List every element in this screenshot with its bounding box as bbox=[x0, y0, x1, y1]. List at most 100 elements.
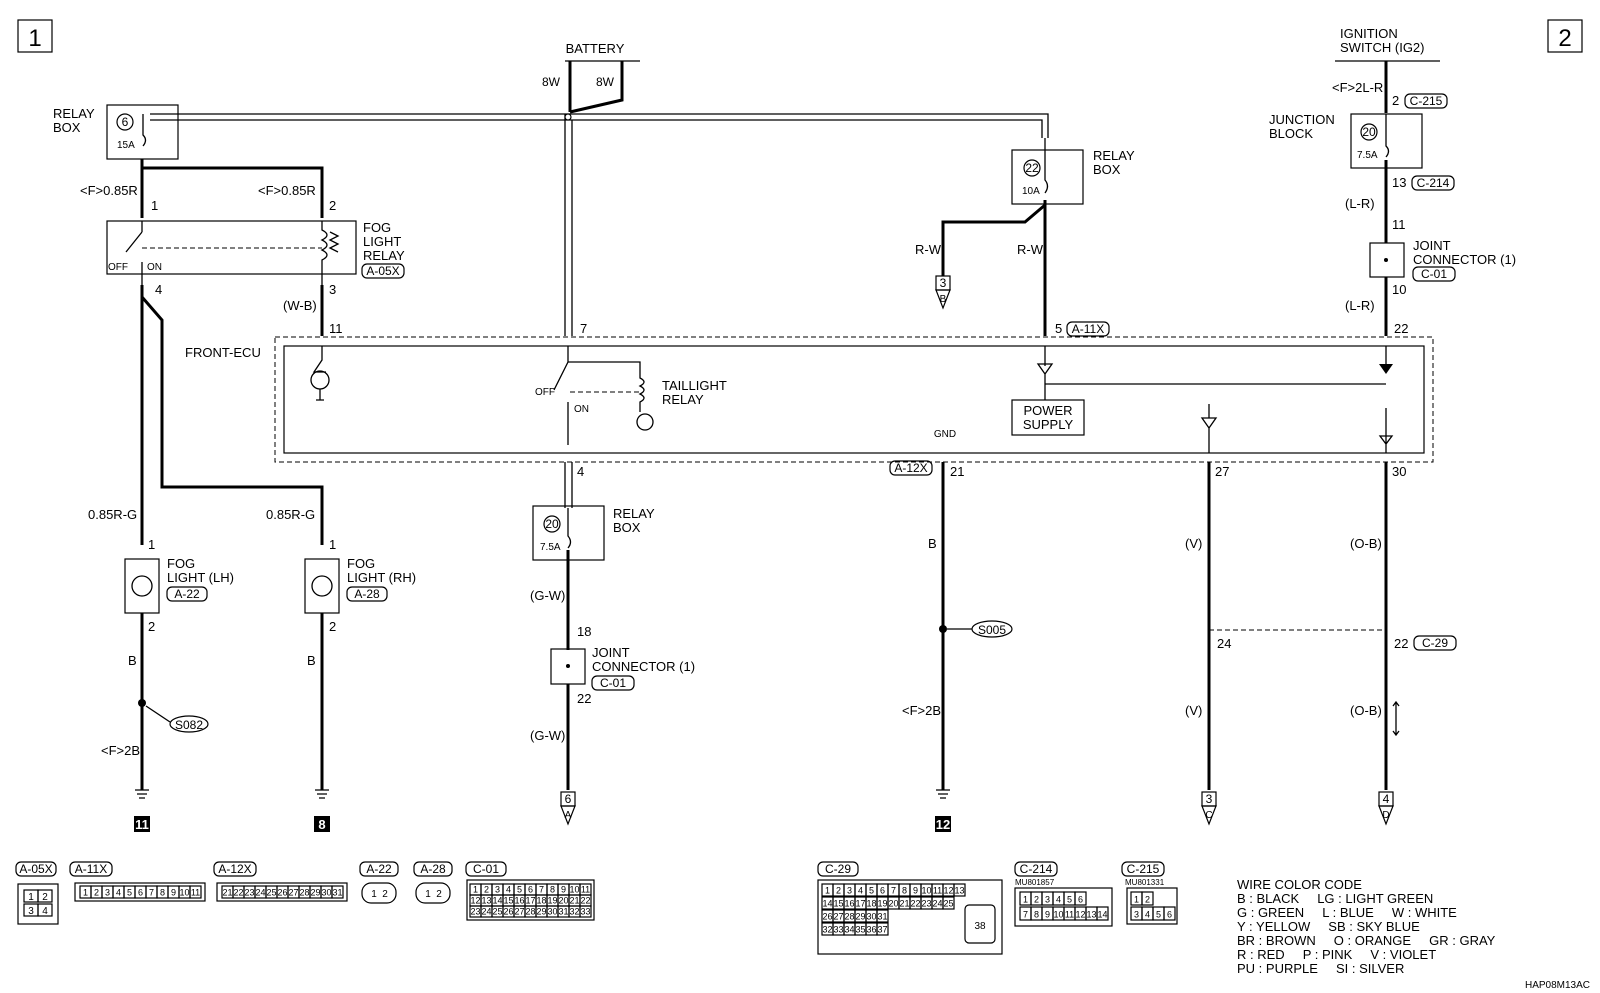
connector-a28-tag-frame bbox=[413, 861, 453, 877]
connector-c215-pin: 3 bbox=[1134, 910, 1139, 920]
connector-c01-pin-cell bbox=[579, 905, 592, 918]
wire-color-code-line: Y : YELLOW SB : SKY BLUE bbox=[1237, 919, 1420, 934]
connector-c215-pin: 1 bbox=[1134, 895, 1139, 905]
fog-lh-wire: 0.85R-G bbox=[88, 507, 137, 522]
ecu-pin-11: 11 bbox=[329, 321, 343, 336]
fog-rh-pin1: 1 bbox=[329, 537, 336, 552]
connector-c29-pin-cell bbox=[876, 922, 889, 936]
fog-lh-wire-f: <F>2B bbox=[101, 743, 140, 758]
connector-c01-pin: 2 bbox=[484, 885, 489, 895]
jc-mid-wire: (G-W) bbox=[530, 728, 565, 743]
jump-3b-arrow bbox=[935, 289, 951, 310]
fuse-20-lower-rating: 7.5A bbox=[540, 542, 561, 553]
ecu-taillight-driver bbox=[636, 413, 654, 431]
connector-a05x: A-05X 1 2 3 4 bbox=[15, 861, 59, 925]
ecu-pin4-wire bbox=[564, 462, 573, 508]
connector-c01-pin: 10 bbox=[569, 885, 579, 895]
battery-bus bbox=[150, 113, 1049, 138]
jc-right-wire: (L-R) bbox=[1345, 298, 1375, 313]
jc-right-line1: JOINT bbox=[1413, 238, 1451, 253]
fog-rh-pin2: 2 bbox=[329, 619, 336, 634]
connector-a12x-pin: 23 bbox=[244, 888, 254, 898]
fog-relay-switch bbox=[125, 221, 143, 285]
connector-c29-pin: 26 bbox=[822, 912, 832, 922]
connector-c01-pin: 28 bbox=[525, 907, 535, 917]
jump-6a-arrow bbox=[560, 805, 576, 826]
connector-c214-pin: 12 bbox=[1075, 910, 1085, 920]
connector-c29-pin-cell bbox=[942, 896, 955, 910]
jc-right-pin-out: 10 bbox=[1392, 282, 1406, 297]
ecu-taillight-off: OFF bbox=[535, 387, 555, 398]
ground-12-icon bbox=[936, 789, 950, 799]
connector-c215-pin-cell bbox=[1141, 891, 1154, 906]
connector-c29-pin: 1 bbox=[825, 886, 830, 896]
battery-to-ecu-pin7 bbox=[564, 114, 573, 336]
jb-wire: (L-R) bbox=[1345, 196, 1375, 211]
ecu-pin-22: 22 bbox=[1394, 321, 1408, 336]
jb-conn-bot: C-214 bbox=[1417, 176, 1450, 190]
connector-c214-pin-cell bbox=[1074, 891, 1087, 906]
connector-a11x-pin: 4 bbox=[116, 888, 121, 898]
fog-rh-line1: FOG bbox=[347, 556, 375, 571]
jb-pin-top: 2 bbox=[1392, 93, 1399, 108]
connector-a22-tag: A-22 bbox=[366, 862, 392, 876]
connector-c29-pin: 31 bbox=[877, 912, 887, 922]
connector-c29-pin-cell bbox=[876, 909, 889, 923]
fog-relay-connector-frame bbox=[361, 263, 405, 279]
jump-6a-letter: A bbox=[565, 810, 572, 821]
connector-c214-pin: 4 bbox=[1056, 895, 1061, 905]
connector-c29-pin: 35 bbox=[855, 925, 865, 935]
connector-c01-pin: 24 bbox=[481, 907, 491, 917]
connector-a05x-body bbox=[17, 883, 59, 925]
connector-c29-pin: 5 bbox=[869, 886, 874, 896]
connector-a05x-cell bbox=[37, 889, 53, 903]
connector-c01-pin: 32 bbox=[569, 907, 579, 917]
connector-c29-pin: 18 bbox=[866, 899, 876, 909]
page-mark-left-frame bbox=[17, 19, 53, 53]
connector-c29-pin: 21 bbox=[899, 899, 909, 909]
ecu-pin-4: 4 bbox=[577, 464, 584, 479]
fuse-6-element bbox=[142, 114, 147, 147]
fog-relay-line1: FOG bbox=[363, 220, 391, 235]
fog-rh-line2: LIGHT (RH) bbox=[347, 570, 416, 585]
connector-a28-pin: 1 bbox=[425, 889, 431, 900]
ground-11: 11 bbox=[135, 817, 149, 832]
connector-a11x-pin: 8 bbox=[160, 888, 165, 898]
ecu-power-line2: SUPPLY bbox=[1023, 417, 1074, 432]
ecu-taillight-line1: TAILLIGHT bbox=[662, 378, 727, 393]
connector-c01-pin: 15 bbox=[503, 896, 513, 906]
document-code: HAP08M13AC bbox=[1525, 980, 1590, 991]
ecu-diode-27 bbox=[1200, 404, 1218, 453]
ignition-line2: SWITCH (IG2) bbox=[1340, 40, 1425, 55]
relay-box-left-line1: RELAY bbox=[53, 106, 95, 121]
connector-c215-pin-cell bbox=[1163, 906, 1176, 921]
front-ecu-body bbox=[283, 345, 1425, 454]
page-mark-right-frame bbox=[1547, 19, 1583, 53]
ecu-power-line1: POWER bbox=[1023, 403, 1072, 418]
connector-a11x-tag: A-11X bbox=[75, 862, 107, 876]
connector-a12x-pin: 30 bbox=[321, 888, 331, 898]
connector-c214-pin: 7 bbox=[1023, 910, 1028, 920]
connector-c214-pin: 3 bbox=[1045, 895, 1050, 905]
connector-c29-pin: 29 bbox=[855, 912, 865, 922]
connector-a12x-pin: 25 bbox=[266, 888, 276, 898]
relay-box-mid bbox=[1011, 149, 1084, 205]
jump-6a-number: 6 bbox=[565, 792, 572, 806]
jump-3b-letter: B bbox=[940, 294, 947, 305]
battery-wires bbox=[568, 61, 624, 114]
battery-wire-left: 8W bbox=[542, 75, 561, 89]
connector-c29-pin: 19 bbox=[877, 899, 887, 909]
connector-c214-body bbox=[1014, 887, 1113, 927]
connector-c214-pin-cell bbox=[1096, 906, 1109, 921]
connector-c214-pin: 11 bbox=[1065, 910, 1074, 920]
connector-a11x-pin: 9 bbox=[171, 888, 176, 898]
ecu-conn-gnd: A-12X bbox=[894, 461, 927, 475]
connector-c214-tag-frame bbox=[1014, 861, 1058, 877]
splice-s082: S082 bbox=[175, 718, 203, 732]
jc-mid-dot bbox=[566, 664, 570, 668]
connector-c29-pin: 20 bbox=[888, 899, 898, 909]
fuse-20-lower-badge bbox=[543, 515, 561, 533]
fog-rh-connector: A-28 bbox=[354, 587, 380, 601]
